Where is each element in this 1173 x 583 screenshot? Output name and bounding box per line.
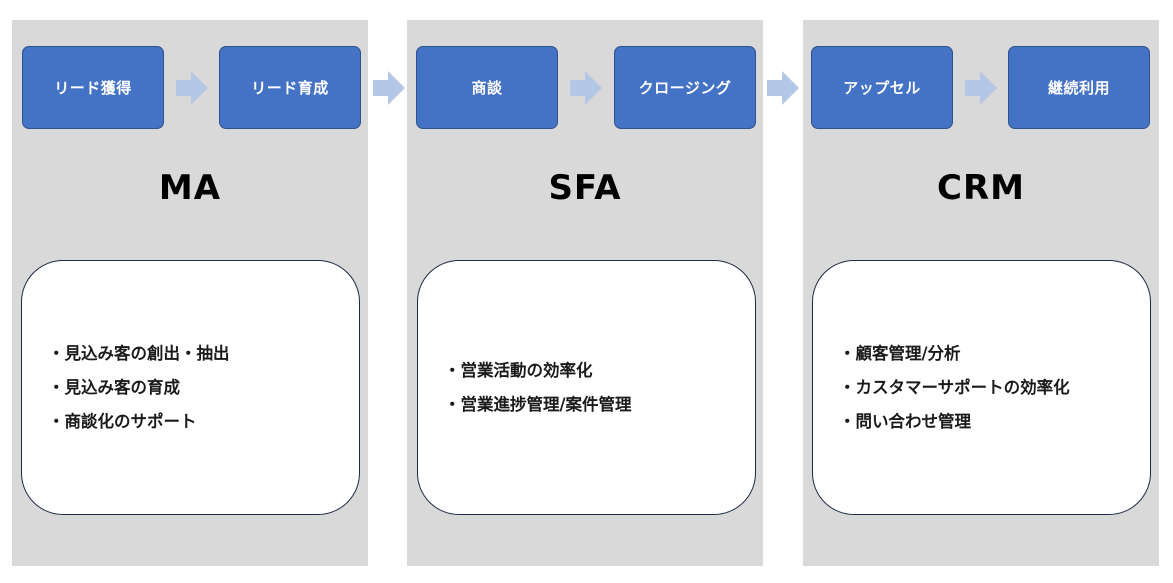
list-item: カスタマーサポートの効率化	[839, 371, 1150, 405]
list-item: 問い合わせ管理	[839, 405, 1150, 439]
arrow-right-icon	[767, 71, 799, 105]
feature-list: 顧客管理/分析 カスタマーサポートの効率化 問い合わせ管理	[813, 337, 1150, 439]
card-crm: 顧客管理/分析 カスタマーサポートの効率化 問い合わせ管理	[812, 260, 1151, 515]
step-upsell: アップセル	[811, 46, 953, 129]
title-ma: MA	[158, 168, 222, 208]
step-lead-acquisition: リード獲得	[22, 46, 164, 129]
feature-list: 営業活動の効率化 営業進捗管理/案件管理	[418, 354, 755, 422]
list-item: 見込み客の創出・抽出	[48, 337, 359, 371]
card-sfa: 営業活動の効率化 営業進捗管理/案件管理	[417, 260, 756, 515]
step-negotiation: 商談	[416, 46, 558, 129]
list-item: 見込み客の育成	[48, 371, 359, 405]
arrow-right-icon	[570, 71, 602, 105]
arrow-right-icon	[176, 71, 208, 105]
step-lead-nurturing: リード育成	[219, 46, 361, 129]
list-item: 営業活動の効率化	[444, 354, 755, 388]
title-crm: CRM	[937, 168, 1025, 208]
list-item: 顧客管理/分析	[839, 337, 1150, 371]
feature-list: 見込み客の創出・抽出 見込み客の育成 商談化のサポート	[22, 337, 359, 439]
step-retention: 継続利用	[1008, 46, 1150, 129]
title-sfa: SFA	[548, 168, 622, 208]
card-ma: 見込み客の創出・抽出 見込み客の育成 商談化のサポート	[21, 260, 360, 515]
list-item: 商談化のサポート	[48, 405, 359, 439]
arrow-right-icon	[373, 71, 405, 105]
step-closing: クロージング	[614, 46, 756, 129]
list-item: 営業進捗管理/案件管理	[444, 388, 755, 422]
arrow-right-icon	[965, 71, 997, 105]
